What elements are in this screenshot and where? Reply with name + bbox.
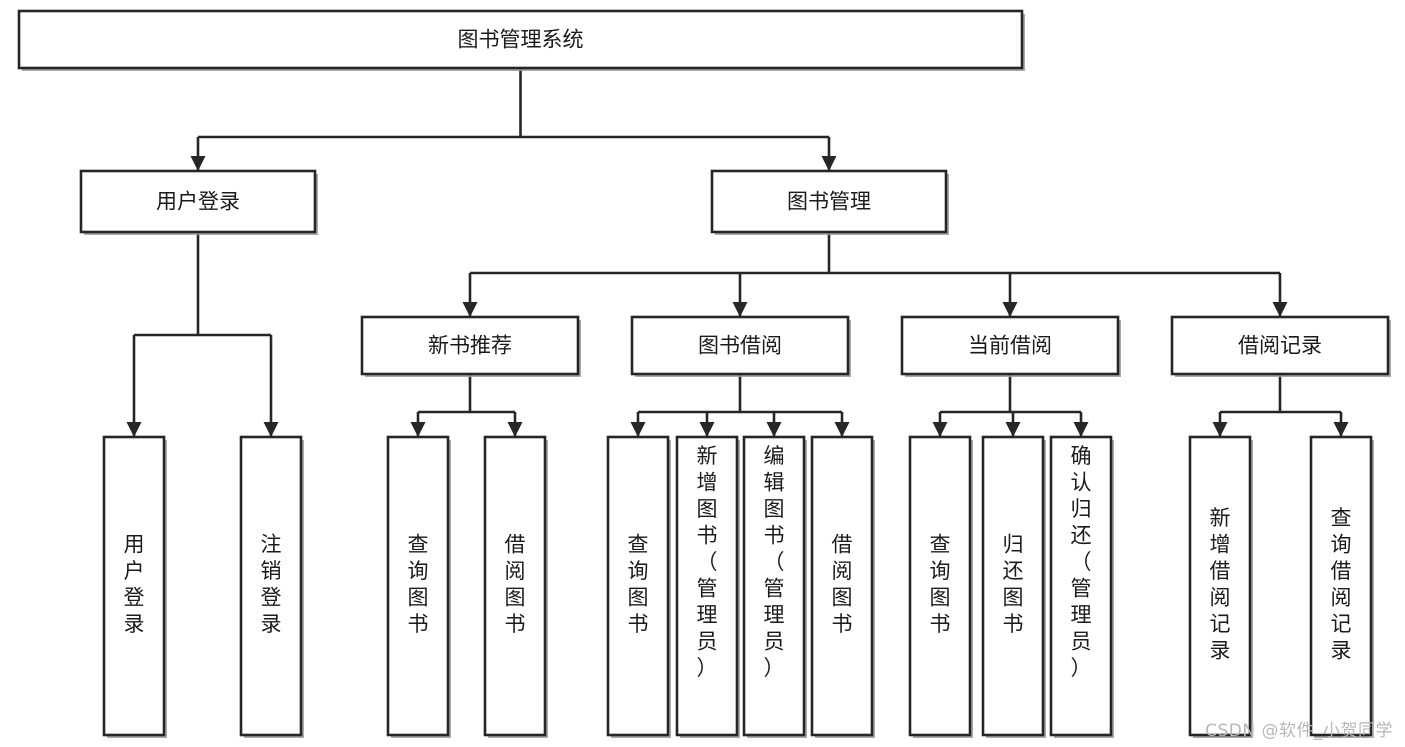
node-level3[interactable]: 当前借阅 xyxy=(900,315,1121,377)
node-box[interactable] xyxy=(900,315,1120,376)
arrow-head-icon xyxy=(190,156,206,171)
node-box[interactable] xyxy=(742,435,806,737)
arrow-head-icon xyxy=(834,422,850,437)
node-leaf[interactable]: 注销登录 xyxy=(239,435,304,738)
node-label: 用户登录 xyxy=(124,532,145,636)
arrow-head-icon xyxy=(1002,302,1018,317)
node-box[interactable] xyxy=(102,435,166,737)
node-box[interactable] xyxy=(710,169,948,234)
arrow-head-icon xyxy=(1005,422,1021,437)
node-label: 查询图书 xyxy=(628,532,649,636)
node-label: 查询图书 xyxy=(930,532,951,636)
node-layer: 图书管理系统用户登录图书管理新书推荐图书借阅当前借阅借阅记录用户登录注销登录查询… xyxy=(17,9,1391,738)
node-leaf[interactable]: 编辑图书（管理员） xyxy=(742,435,807,738)
node-box[interactable] xyxy=(810,435,874,737)
watermark-text: CSDN @软件_小贺同学 xyxy=(1205,721,1393,741)
node-label: 新增图书（管理员） xyxy=(697,444,718,680)
node-box[interactable] xyxy=(79,169,317,234)
node-leaf[interactable]: 确认归还（管理员） xyxy=(1049,435,1114,738)
node-label: 借阅图书 xyxy=(832,532,853,636)
node-level2[interactable]: 图书管理 xyxy=(710,169,949,235)
arrow-head-icon xyxy=(630,422,646,437)
arrow-head-icon xyxy=(1272,302,1288,317)
node-label: 新书推荐 xyxy=(428,334,512,358)
node-leaf[interactable]: 用户登录 xyxy=(102,435,167,738)
node-box[interactable] xyxy=(1049,435,1113,737)
arrow-head-icon xyxy=(410,422,426,437)
node-box[interactable] xyxy=(386,435,450,737)
arrow-head-icon xyxy=(126,422,142,437)
node-level2[interactable]: 用户登录 xyxy=(79,169,318,235)
node-leaf[interactable]: 新增借阅记录 xyxy=(1188,435,1253,738)
node-leaf[interactable]: 新增图书（管理员） xyxy=(675,435,740,738)
node-label: 新增借阅记录 xyxy=(1210,506,1231,663)
arrow-head-icon xyxy=(932,422,948,437)
node-label: 确认归还（管理员） xyxy=(1071,444,1092,680)
node-leaf[interactable]: 归还图书 xyxy=(981,435,1046,738)
arrow-head-icon xyxy=(732,302,748,317)
node-leaf[interactable]: 查询图书 xyxy=(606,435,671,738)
node-box[interactable] xyxy=(1170,315,1390,376)
node-label: 图书借阅 xyxy=(698,334,782,358)
node-leaf[interactable]: 查询图书 xyxy=(386,435,451,738)
node-label: 编辑图书（管理员） xyxy=(764,444,785,680)
node-label: 查询借阅记录 xyxy=(1331,506,1352,663)
node-box[interactable] xyxy=(17,9,1024,70)
arrow-head-icon xyxy=(1333,422,1349,437)
node-level3[interactable]: 新书推荐 xyxy=(360,315,581,377)
node-box[interactable] xyxy=(360,315,580,376)
connector-layer xyxy=(126,68,1349,437)
node-box[interactable] xyxy=(908,435,972,737)
arrow-head-icon xyxy=(766,422,782,437)
node-label: 注销登录 xyxy=(261,532,282,636)
node-box[interactable] xyxy=(630,315,850,376)
node-label: 借阅图书 xyxy=(505,532,526,636)
arrow-head-icon xyxy=(699,422,715,437)
node-level3[interactable]: 借阅记录 xyxy=(1170,315,1391,377)
node-box[interactable] xyxy=(1309,435,1373,737)
node-leaf[interactable]: 借阅图书 xyxy=(483,435,548,738)
node-box[interactable] xyxy=(606,435,670,737)
node-box[interactable] xyxy=(239,435,303,737)
node-label: 图书管理 xyxy=(787,190,871,214)
node-leaf[interactable]: 查询借阅记录 xyxy=(1309,435,1374,738)
node-box[interactable] xyxy=(675,435,739,737)
arrow-head-icon xyxy=(821,156,837,171)
node-label: 当前借阅 xyxy=(968,334,1052,358)
node-level3[interactable]: 图书借阅 xyxy=(630,315,851,377)
arrow-head-icon xyxy=(1073,422,1089,437)
arrow-head-icon xyxy=(1212,422,1228,437)
node-leaf[interactable]: 查询图书 xyxy=(908,435,973,738)
arrow-head-icon xyxy=(462,302,478,317)
node-root[interactable]: 图书管理系统 xyxy=(17,9,1025,71)
node-box[interactable] xyxy=(981,435,1045,737)
node-label: 查询图书 xyxy=(408,532,429,636)
node-label: 图书管理系统 xyxy=(458,28,584,52)
node-label: 借阅记录 xyxy=(1238,334,1322,358)
node-label: 用户登录 xyxy=(156,190,240,214)
node-box[interactable] xyxy=(1188,435,1252,737)
node-leaf[interactable]: 借阅图书 xyxy=(810,435,875,738)
arrow-head-icon xyxy=(507,422,523,437)
node-label: 归还图书 xyxy=(1003,532,1024,636)
node-box[interactable] xyxy=(483,435,547,737)
arrow-head-icon xyxy=(263,422,279,437)
